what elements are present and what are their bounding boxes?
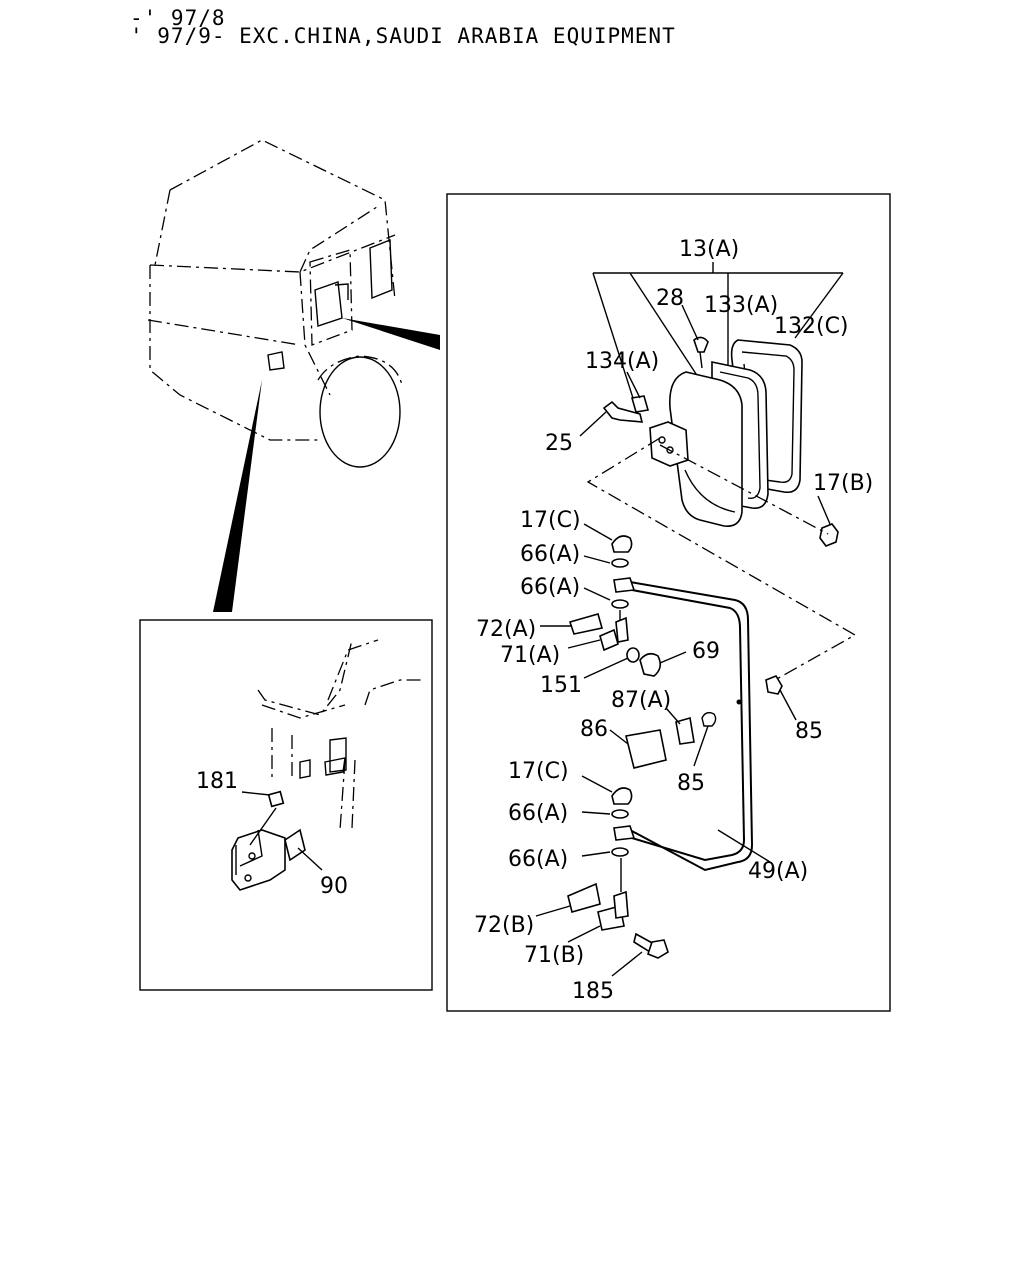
callout-85-mid: 85 [677, 771, 705, 796]
hardware-parts [567, 535, 783, 959]
callout-13a: 13(A) [679, 237, 739, 262]
mirror-stay-pipe [613, 577, 754, 872]
callout-72a: 72(A) [476, 617, 536, 642]
mirror-head [602, 336, 839, 547]
callout-71b: 71(B) [524, 943, 584, 968]
callout-49a: 49(A) [748, 859, 808, 884]
callout-66a-1: 66(A) [520, 542, 580, 567]
callout-133a: 133(A) [704, 293, 778, 318]
callout-85-right: 85 [795, 719, 823, 744]
callout-151: 151 [540, 673, 582, 698]
callout-69: 69 [692, 639, 720, 664]
callout-17b: 17(B) [813, 471, 873, 496]
callout-185: 185 [572, 979, 614, 1004]
vehicle-sketch [147, 139, 440, 612]
guide-line [586, 437, 857, 681]
callout-86: 86 [580, 717, 608, 742]
callout-87a: 87(A) [611, 688, 671, 713]
bracket-inset [139, 619, 433, 991]
callout-66a-2: 66(A) [520, 575, 580, 600]
callout-181: 181 [196, 769, 238, 794]
header-line-1: -' 97/8 [130, 6, 226, 30]
callout-28: 28 [656, 286, 684, 311]
guide-line-2 [659, 444, 829, 535]
callout-66a-3: 66(A) [508, 801, 568, 826]
callout-71a: 71(A) [500, 643, 560, 668]
callout-134a: 134(A) [585, 349, 659, 374]
callout-25: 25 [545, 431, 573, 456]
callout-17c-top: 17(C) [520, 508, 581, 533]
callout-90: 90 [320, 874, 348, 899]
callout-66a-4: 66(A) [508, 847, 568, 872]
callout-132c: 132(C) [774, 314, 849, 339]
leader-lines [535, 304, 831, 977]
assembly-bracket [592, 262, 844, 421]
callout-72b: 72(B) [474, 913, 534, 938]
callout-17c-bottom: 17(C) [508, 759, 569, 784]
header-line-2: ' 97/9- EXC.CHINA,SAUDI ARABIA EQUIPMENT [130, 24, 676, 48]
mirror-assembly-frame [446, 193, 891, 1012]
